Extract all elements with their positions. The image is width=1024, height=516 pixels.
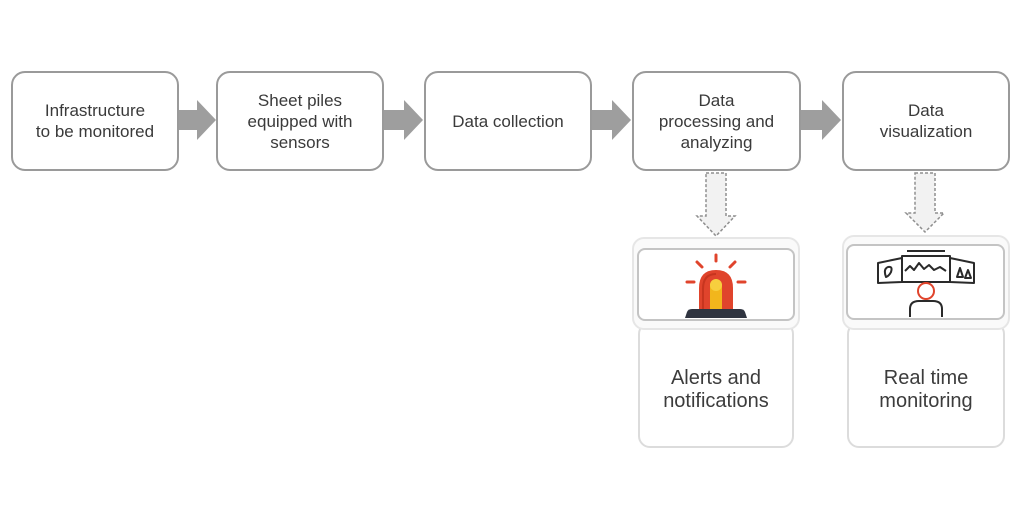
step-infrastructure: Infrastructure to be monitored <box>11 71 179 171</box>
step-infrastructure-label: Infrastructure to be monitored <box>35 101 155 141</box>
step-data-processing-label: Data processing and analyzing <box>658 90 775 152</box>
output-monitoring-label: Real time monitoring <box>879 367 973 412</box>
arrow-down-icon <box>695 172 737 238</box>
step-sheet-piles-label: Sheet piles equipped with sensors <box>247 90 353 152</box>
arrow-right-icon <box>592 100 631 140</box>
arrow-down-icon <box>904 172 946 234</box>
output-alerts-panel: Alerts and notifications <box>638 322 794 448</box>
output-alerts-icon-frame <box>637 248 795 321</box>
monitoring-operator-icon <box>876 250 975 317</box>
arrow-right-icon <box>179 100 216 140</box>
step-data-collection: Data collection <box>424 71 592 171</box>
arrow-right-icon <box>801 100 841 140</box>
arrow-right-icon <box>384 100 423 140</box>
step-data-collection-label: Data collection <box>452 111 564 131</box>
step-data-visualization: Data visualization <box>842 71 1010 171</box>
step-sheet-piles: Sheet piles equipped with sensors <box>216 71 384 171</box>
output-alerts-label: Alerts and notifications <box>663 367 769 412</box>
step-data-visualization-label: Data visualization <box>879 101 973 141</box>
output-monitoring-panel: Real time monitoring <box>847 322 1005 448</box>
siren-icon <box>685 253 747 318</box>
step-data-processing: Data processing and analyzing <box>632 71 801 171</box>
output-monitoring-icon-frame <box>846 244 1005 320</box>
